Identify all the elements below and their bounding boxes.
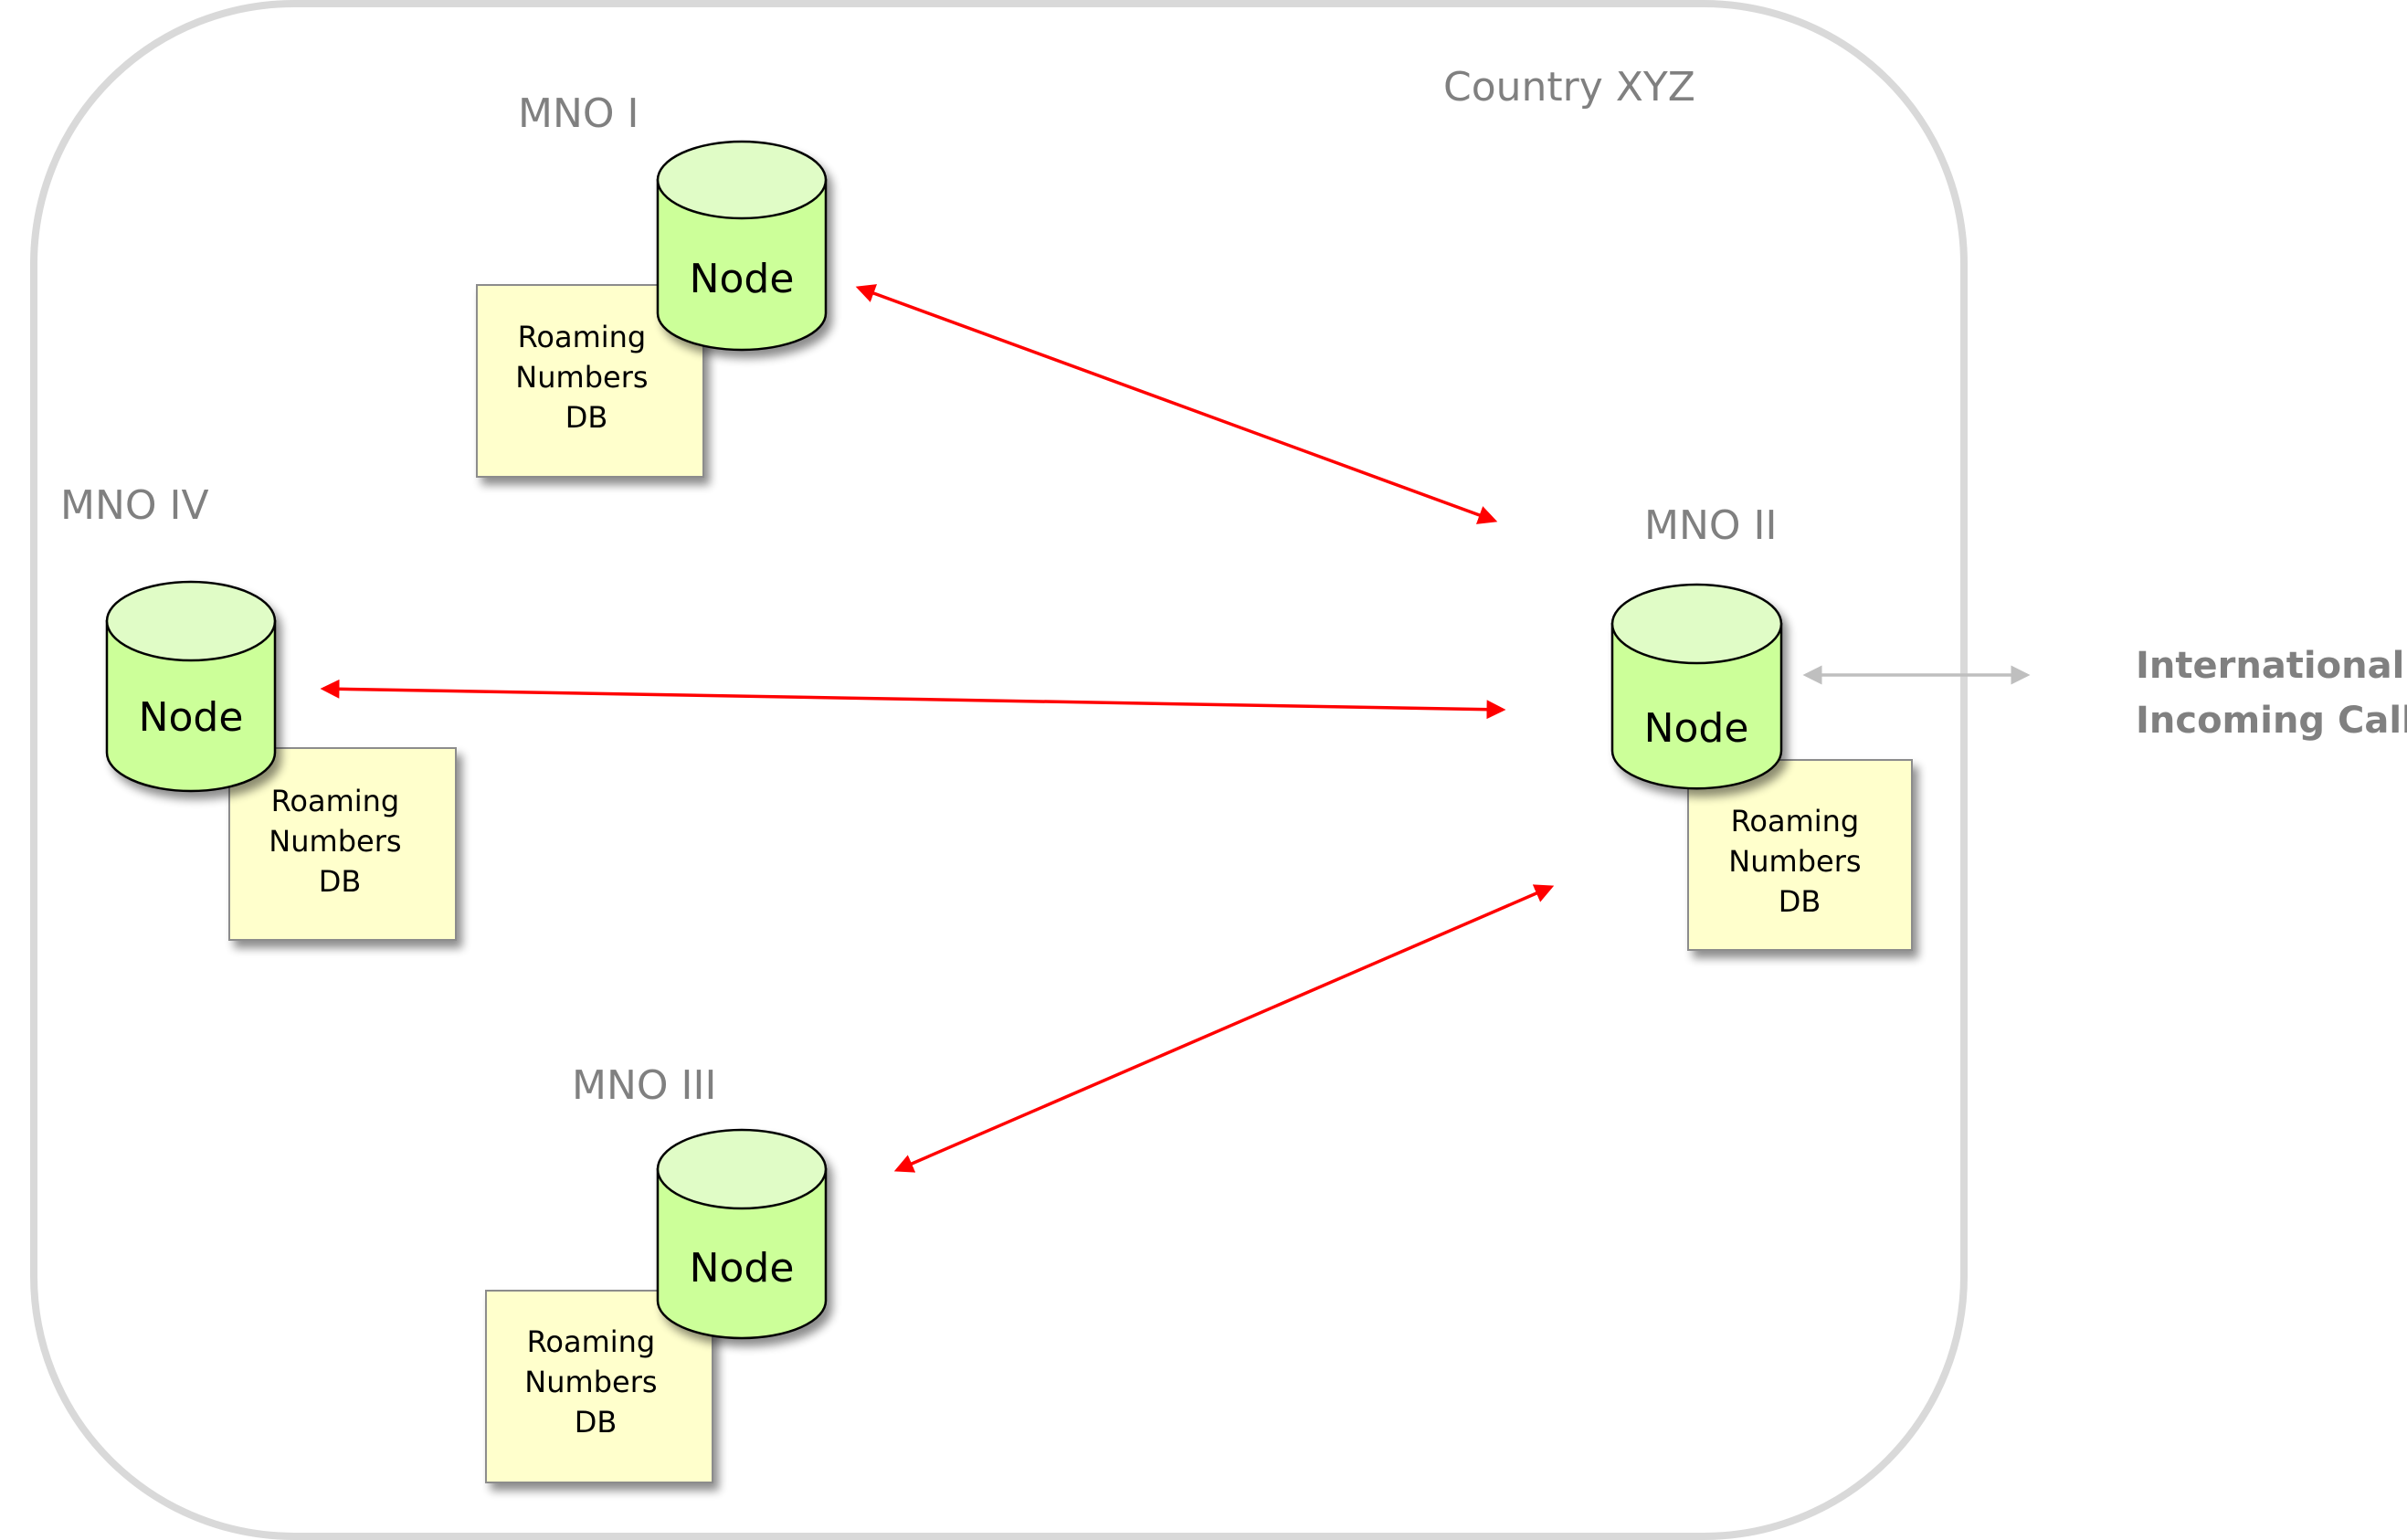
operator-label: MNO I: [518, 90, 639, 137]
link-mno4-mno2: [320, 679, 1506, 720]
node-cylinder-icon: [656, 1128, 828, 1340]
db-line: Numbers: [1728, 844, 1861, 879]
external-label-line: International: [2136, 645, 2404, 687]
db-line: DB: [1779, 884, 1821, 919]
operator-mno-2: MNO II Roaming Numbers DB Node: [1610, 502, 1913, 951]
node-cylinder-icon: [656, 140, 828, 352]
svg-text:Roaming Numbers DB: Roaming Numbers DB: [515, 320, 657, 435]
operator-label: MNO IV: [60, 482, 209, 529]
operator-mno-4: MNO IV Roaming Numbers DB Node: [60, 482, 457, 941]
operator-mno-3: MNO III Roaming Numbers DB Node: [485, 1062, 828, 1483]
svg-text:Roaming Numbers DB: Roaming Numbers DB: [1728, 804, 1870, 919]
node-label: Node: [1644, 705, 1749, 752]
node-label: Node: [690, 1245, 795, 1292]
country-label: Country XYZ: [1443, 64, 1695, 111]
svg-text:Roaming Numbers DB: Roaming Numbers DB: [524, 1324, 666, 1440]
operator-label: MNO II: [1644, 502, 1777, 549]
link-mno3-mno2: [893, 884, 1555, 1173]
external-label-line: Incoming Call: [2136, 700, 2407, 742]
db-line: Roaming: [518, 320, 647, 354]
roaming-numbers-db: [228, 747, 457, 941]
db-line: DB: [319, 864, 362, 899]
operator-label: MNO III: [572, 1062, 716, 1109]
db-line: Numbers: [269, 824, 401, 859]
db-line: DB: [575, 1405, 618, 1440]
node-cylinder-icon: [1610, 583, 1783, 790]
external-source-label: International Incoming Call: [2136, 645, 2407, 742]
node-label: Node: [139, 694, 244, 741]
node-cylinder-icon: [105, 580, 277, 793]
db-line: Numbers: [524, 1365, 657, 1399]
operator-mno-1: MNO I Roaming Numbers DB Node: [476, 90, 828, 478]
db-line: Numbers: [515, 360, 648, 395]
db-line: Roaming: [1731, 804, 1860, 839]
node-label: Node: [690, 256, 795, 302]
db-line: DB: [565, 400, 608, 435]
db-line: Roaming: [271, 784, 400, 818]
db-line: Roaming: [527, 1324, 656, 1359]
link-mno1-mno2: [855, 284, 1498, 524]
svg-text:Roaming Numbers DB: Roaming Numbers DB: [269, 784, 410, 899]
roaming-numbers-db: [1687, 759, 1913, 951]
